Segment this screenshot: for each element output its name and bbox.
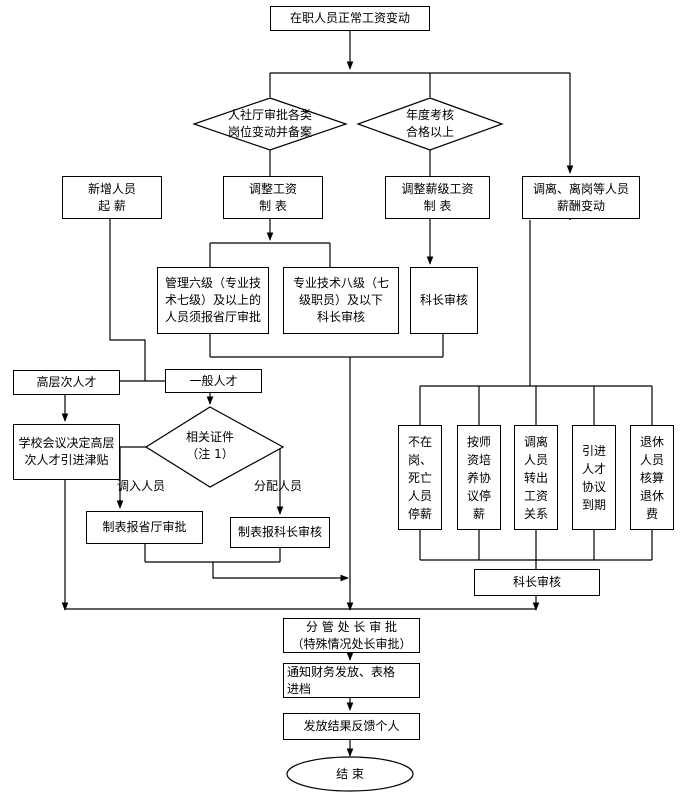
end-ellipse [286, 756, 414, 792]
node-start: 在职人员正常工资变动 [270, 6, 430, 31]
node-adjust-system: 调整工资 制 表 [223, 176, 323, 219]
node-section-chief-1: 科长审核 [410, 267, 478, 334]
node-adjust-grade: 调整薪级工资 制 表 [385, 176, 490, 219]
decision-docs-diamond [144, 406, 285, 488]
node-notify-finance: 通知财务发放、表格 进档 [283, 663, 420, 698]
node-high-talent: 高层次人才 [13, 370, 120, 395]
node-director-approval: 分 管 处 长 审 批 （特殊情况处长审批） [283, 618, 420, 653]
label-assigned: 分配人员 [254, 479, 303, 493]
node-absent-dead: 不在 岗、 死亡 人员 停薪 [398, 425, 442, 530]
node-transfer-change: 调离、离岗等人员 薪酬变动 [522, 176, 640, 219]
node-new-hire: 新增人员 起 薪 [62, 176, 162, 219]
label-transfer-in: 调入人员 [117, 479, 166, 493]
node-decision-docs: 相关证件 （注 1） [185, 430, 234, 461]
node-talent-agreement: 引进 人才 协议 到期 [572, 425, 616, 530]
node-teacher-training: 按师 资培 养协 议停 薪 [457, 425, 501, 530]
node-mgmt-level6: 管理六级（专业技 术七级）及以上的 人员须报省厅审批 [157, 267, 269, 334]
node-decision-hr: 人社厅审批各类 岗位变动并备案 [227, 108, 312, 139]
node-school-meeting: 学校会议决定高层 次人才引进津贴 [13, 424, 120, 480]
node-section-chief-2: 科长审核 [474, 569, 600, 596]
node-retiree-fee: 退休 人员 核算 退休 费 [630, 425, 674, 530]
node-decision-annual: 年度考核 合格以上 [405, 108, 454, 139]
node-general-talent: 一般人才 [165, 369, 262, 393]
node-report-chief: 制表报科长审核 [230, 517, 330, 548]
node-report-province: 制表报省厅审批 [86, 511, 203, 544]
node-transfer-out: 调离 人员 转出 工资 关系 [514, 425, 558, 530]
node-feedback: 发放结果反馈个人 [283, 713, 420, 740]
decision-hr-diamond [192, 97, 348, 151]
node-end: 结 束 [336, 766, 364, 781]
decision-annual-diamond [356, 97, 504, 151]
node-prof-level8: 专业技术八级（七 级职员）及以下 科长审核 [283, 267, 399, 334]
